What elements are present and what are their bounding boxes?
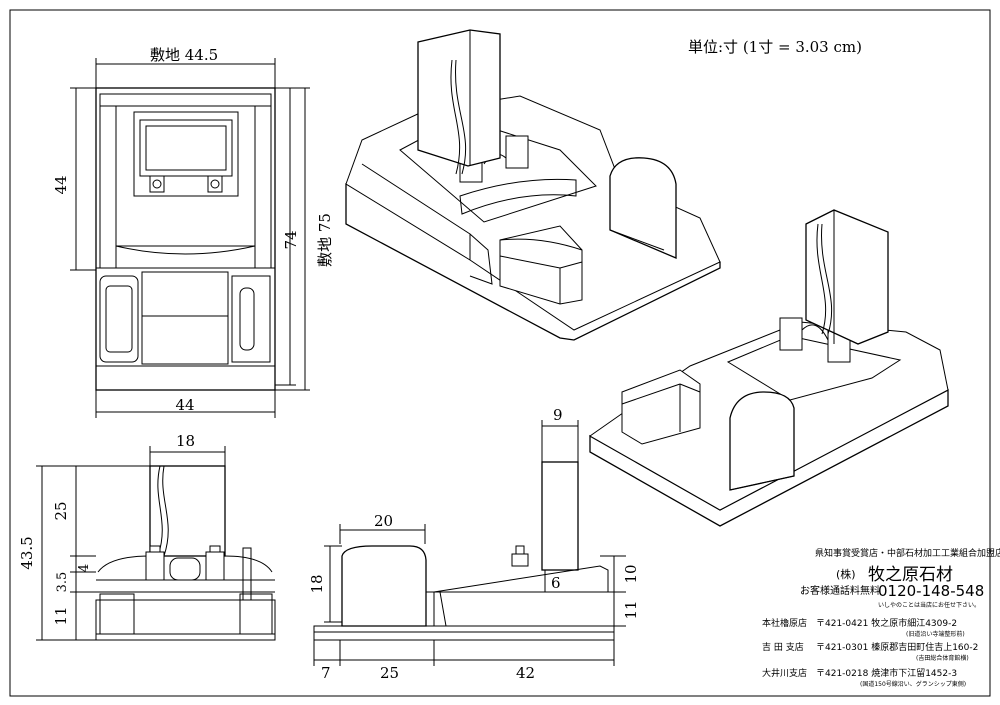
perspective-view-2 (589, 209, 949, 527)
branch-address-1: 〒421-0301 榛原郡吉田町住吉上160-2 (816, 641, 978, 653)
side-step-height: 6 (551, 574, 561, 592)
branch-name-1: 吉 田 支店 (762, 641, 804, 653)
front-total-height: 43.5 (18, 536, 36, 569)
plan-top-width: 敷地 44.5 (150, 46, 218, 64)
front-view: 18 43.5 25 4 3.5 11 (18, 432, 276, 641)
company-phone: 0120-148-548 (878, 582, 984, 600)
front-base-height: 11 (52, 606, 70, 625)
plan-view: 敷地 44.5 44 74 敷地 75 44 (52, 46, 334, 418)
side-bottom-right: 42 (516, 664, 535, 682)
branch-note-0: (旧道沿い寺端整形前) (906, 630, 965, 638)
company-certification: 県知事賞受賞店・中部石材加工工業組合加盟店 (815, 547, 1000, 559)
front-small-height: 3.5 (55, 572, 70, 593)
side-wall-width: 20 (374, 512, 393, 530)
drawing-border (9, 9, 991, 697)
company-name-prefix: (株) (836, 567, 856, 581)
branch-address-2: 〒421-0218 焼津市下江留1452-3 (816, 667, 957, 679)
side-right-upper: 10 (622, 564, 640, 583)
front-mid-height: 4 (77, 564, 92, 572)
tollfree-label: お客様通話料無料 (800, 584, 880, 597)
branch-name-0: 本社櫓原店 (762, 617, 807, 629)
front-stone-width: 18 (176, 432, 195, 450)
company-info: 県知事賞受賞店・中部石材加工工業組合加盟店 (株) 牧之原石材 お客様通話料無料… (762, 547, 1000, 688)
front-upper-height: 25 (52, 501, 70, 520)
side-wall-height: 18 (308, 574, 326, 593)
branch-note-2: (国道150号線沿い、グランシップ東側) (860, 680, 966, 688)
plan-right-outer: 敷地 75 (316, 213, 334, 267)
plan-right-inner: 74 (282, 230, 300, 249)
side-right-lower: 11 (622, 600, 640, 619)
side-stone-width: 9 (553, 406, 563, 424)
phone-note: いしやのことは当店にお任せ下さい。 (878, 601, 980, 609)
unit-note: 単位:寸 (1寸 = 3.03 cm) (688, 38, 862, 56)
plan-bottom-width: 44 (175, 396, 194, 414)
plan-left-height: 44 (52, 175, 70, 194)
perspective-view-1 (345, 29, 721, 341)
side-bottom-left: 7 (321, 664, 331, 682)
branch-note-1: (吉田総合体育館横) (916, 654, 969, 662)
side-bottom-mid: 25 (380, 664, 399, 682)
company-name: 牧之原石材 (868, 565, 953, 585)
branch-name-2: 大井川支店 (762, 667, 807, 679)
branch-address-0: 〒421-0421 牧之原市細江4309-2 (816, 617, 957, 629)
side-view: 9 20 18 6 10 11 7 25 42 (308, 406, 640, 682)
